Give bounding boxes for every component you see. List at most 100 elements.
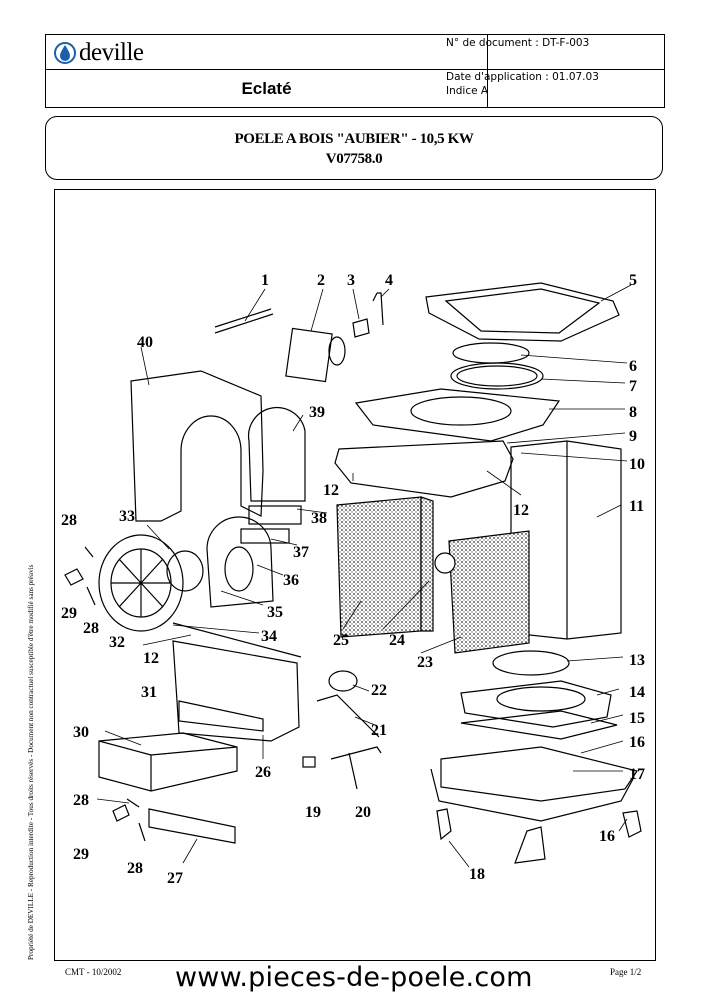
part-label-16: 16 xyxy=(629,734,645,751)
part-label-20: 20 xyxy=(355,804,371,821)
section-title: Eclaté xyxy=(241,79,292,98)
part-37-bar xyxy=(240,528,290,544)
indice: Indice A xyxy=(446,85,489,97)
part-label-25: 25 xyxy=(333,632,349,649)
part-22-knob xyxy=(328,670,358,692)
part-2-grille xyxy=(285,327,333,383)
title-line-2: V07758.0 xyxy=(325,151,383,167)
part-label-36: 36 xyxy=(283,572,299,589)
part-16-frame xyxy=(440,746,638,802)
part-3-clip xyxy=(352,318,370,338)
part-label-5: 5 xyxy=(629,272,637,289)
part-8-top-frame xyxy=(354,388,561,442)
part-40-front-panel xyxy=(130,370,264,522)
part-label-28: 28 xyxy=(127,860,143,877)
part-33-glass xyxy=(166,550,204,592)
part-17-base xyxy=(430,768,634,822)
header-box: deville Eclaté N° de document : DT-F-003… xyxy=(45,34,665,108)
part-38-grille xyxy=(248,505,302,525)
part-label-8: 8 xyxy=(629,404,637,421)
part-label-23: 23 xyxy=(417,654,433,671)
part-1-rod xyxy=(214,308,274,334)
part-25-brick xyxy=(336,496,422,638)
part-34-seal xyxy=(172,622,302,658)
part-label-38: 38 xyxy=(311,510,327,527)
part-label-7: 7 xyxy=(629,378,637,395)
part-label-31: 31 xyxy=(141,684,157,701)
part-label-11: 11 xyxy=(629,498,644,515)
part-label-18: 18 xyxy=(469,866,485,883)
part-label-27: 27 xyxy=(167,870,183,887)
part-6-disc xyxy=(452,342,530,364)
part-label-10: 10 xyxy=(629,456,645,473)
part-label-29: 29 xyxy=(61,605,77,622)
part-label-30: 30 xyxy=(73,724,89,741)
parts-drawing xyxy=(64,282,642,868)
part-18-foot xyxy=(436,808,452,841)
part-label-12: 12 xyxy=(513,502,529,519)
part-label-9: 9 xyxy=(629,428,637,445)
part-label-28: 28 xyxy=(61,512,77,529)
part-20-rod xyxy=(330,746,382,790)
part-label-33: 33 xyxy=(119,508,135,525)
part-label-28: 28 xyxy=(83,620,99,637)
part-label-22: 22 xyxy=(371,682,387,699)
leader-lines xyxy=(96,284,632,868)
part-label-12: 12 xyxy=(143,650,159,667)
part-19-block xyxy=(302,756,316,768)
part-36-door-frame xyxy=(206,516,274,608)
part-label-16: 16 xyxy=(599,828,615,845)
part-27-panel xyxy=(148,808,236,844)
date-application: Date d'application : 01.07.03 xyxy=(446,71,599,83)
part-15-sheet xyxy=(460,710,618,740)
part-label-1: 1 xyxy=(261,272,269,289)
part-label-4: 4 xyxy=(385,272,393,289)
title-box: POELE A BOIS "AUBIER" - 10,5 KW V07758.0 xyxy=(45,116,663,180)
part-label-37: 37 xyxy=(293,544,309,561)
part-7-ring xyxy=(450,362,544,390)
part-4-key xyxy=(372,292,384,326)
part-label-19: 19 xyxy=(305,804,321,821)
part-label-2: 2 xyxy=(317,272,325,289)
part-label-34: 34 xyxy=(261,628,277,645)
part-label-35: 35 xyxy=(267,604,283,621)
part-24-brick xyxy=(420,496,434,632)
part-label-13: 13 xyxy=(629,652,645,669)
part-9-frame xyxy=(334,440,514,498)
header-divider-vertical xyxy=(487,35,488,107)
part-label-39: 39 xyxy=(309,404,325,421)
footer-website[interactable]: www.pieces-de-poele.com xyxy=(175,962,533,993)
part-label-15: 15 xyxy=(629,710,645,727)
part-32-door xyxy=(98,534,184,632)
header-divider-horizontal xyxy=(46,69,664,70)
part-label-29: 29 xyxy=(73,846,89,863)
drop-logo-icon xyxy=(54,42,76,64)
part-30-ash-pan xyxy=(98,732,238,792)
title-line-1: POELE A BOIS "AUBIER" - 10,5 KW xyxy=(234,131,474,147)
side-copyright-note: Propriété de DEVILLE - Reproduction inte… xyxy=(27,564,35,960)
logo: deville xyxy=(54,39,144,67)
footer-cmt: CMT - 10/2002 xyxy=(65,967,122,977)
part-23-brick xyxy=(448,530,530,654)
part-label-28: 28 xyxy=(73,792,89,809)
part-5-top-cover xyxy=(425,282,620,342)
part-14-plate xyxy=(460,680,612,728)
part-label-12: 12 xyxy=(323,482,339,499)
doc-number: N° de document : DT-F-003 xyxy=(446,37,590,49)
part-label-32: 32 xyxy=(109,634,125,651)
part-label-21: 21 xyxy=(371,722,387,739)
part-label-26: 26 xyxy=(255,764,271,781)
part-label-14: 14 xyxy=(629,684,645,701)
part-13-grate xyxy=(492,650,570,676)
part-label-3: 3 xyxy=(347,272,355,289)
part-39-door xyxy=(247,406,306,502)
part-label-17: 17 xyxy=(629,766,645,783)
part-29-bracket xyxy=(64,568,130,822)
part-21-lever xyxy=(316,694,380,738)
footer-page-number: Page 1/2 xyxy=(610,967,642,977)
part-31-front xyxy=(172,640,300,742)
part-label-40: 40 xyxy=(137,334,153,351)
